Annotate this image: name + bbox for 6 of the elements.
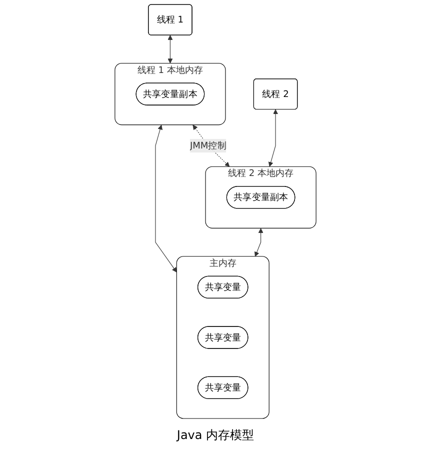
caption: Java 内存模型 bbox=[176, 427, 254, 444]
edge-label: JMM控制 bbox=[190, 140, 226, 151]
arrow bbox=[254, 228, 264, 257]
arrow bbox=[268, 109, 278, 167]
arrow bbox=[168, 35, 173, 64]
arrow bbox=[155, 124, 177, 272]
